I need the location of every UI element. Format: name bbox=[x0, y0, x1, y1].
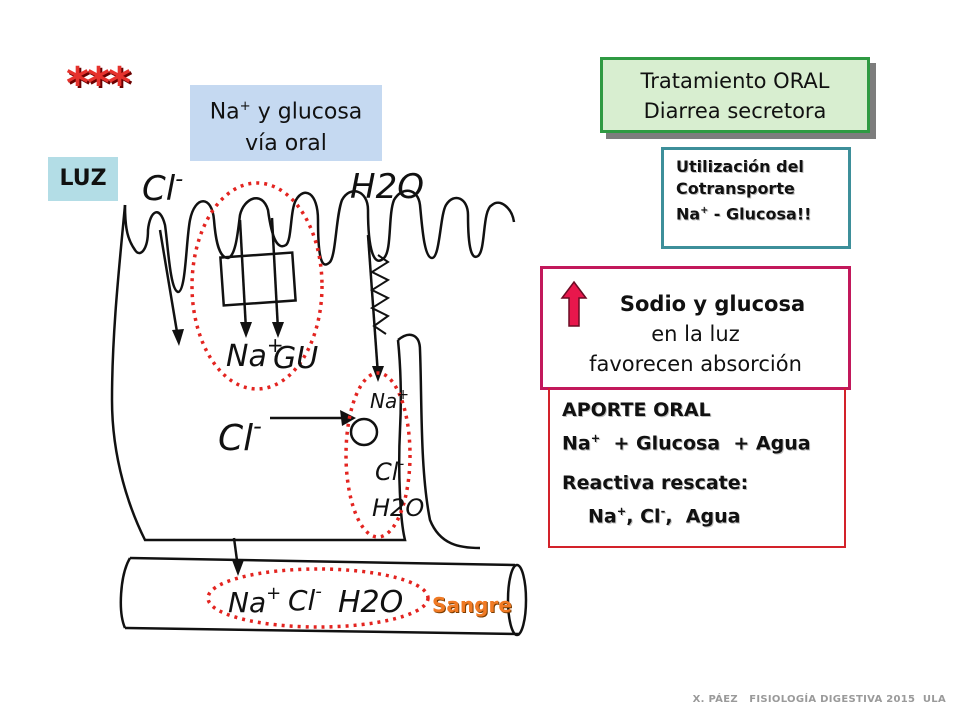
lateral-highlight bbox=[344, 371, 412, 539]
cotransport-note: Utilización del Cotransporte Na+ - Gluco… bbox=[661, 147, 851, 249]
blood-vessel bbox=[124, 556, 521, 636]
na-lat-label: Na+ bbox=[370, 387, 409, 413]
treatment-box: Tratamiento ORAL Diarrea secretora bbox=[600, 57, 870, 133]
cl-lat-label: Cl- bbox=[375, 454, 404, 486]
neighbor-cell bbox=[397, 333, 481, 550]
h2o-top-label: H2O bbox=[350, 167, 424, 207]
cotransporter-box bbox=[219, 251, 297, 307]
up-arrow-icon bbox=[560, 280, 588, 327]
cl-mid-label: Cl- bbox=[218, 412, 262, 459]
blood-highlight bbox=[206, 567, 430, 629]
h2o-blood-label: H2O bbox=[338, 585, 403, 620]
apical-membrane bbox=[123, 189, 516, 294]
na-glucose-oral-label: Na+ y glucosa vía oral bbox=[190, 85, 382, 161]
cell-outline bbox=[110, 204, 407, 542]
footer-credit: X. PÁEZ FISIOLOGÍA DIGESTIVA 2015 ULA bbox=[692, 694, 946, 705]
na-blood-label: Na+ bbox=[228, 583, 281, 619]
cl-blood-label: Cl- bbox=[288, 581, 322, 617]
h2o-lat-label: H2O bbox=[372, 494, 424, 522]
absorption-box: Sodio y glucosa en la luz favorecen abso… bbox=[540, 266, 851, 390]
cl-top-label: Cl- bbox=[142, 167, 183, 209]
stars-marker: *** bbox=[66, 58, 131, 109]
pump-circle bbox=[349, 417, 379, 447]
na-cell-label: Na+ bbox=[226, 333, 284, 374]
gu-cell-label: GU bbox=[273, 341, 318, 376]
cotransport-arrows bbox=[158, 217, 380, 376]
tight-junction-zigzag bbox=[369, 254, 391, 335]
oral-supply-box: APORTE ORAL Na+ + Glucosa + Agua Reactiv… bbox=[548, 388, 846, 548]
sangre-label: Sangre bbox=[432, 593, 512, 617]
cotransport-highlight bbox=[190, 181, 324, 391]
luz-label: LUZ bbox=[48, 157, 118, 201]
